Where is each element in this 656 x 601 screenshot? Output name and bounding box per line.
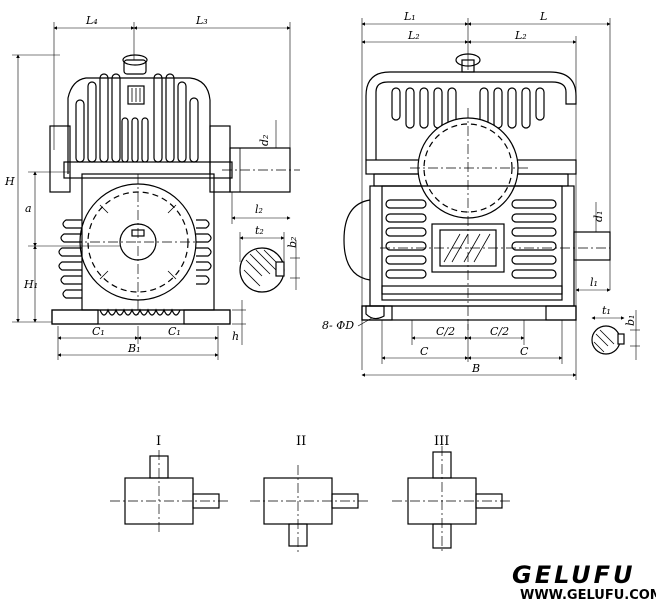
dim-H: H: [4, 175, 15, 188]
dim-h: h: [232, 330, 239, 343]
configuration-iii: III: [392, 434, 512, 554]
dim-B: B: [471, 362, 480, 375]
dim-d2: d₂: [258, 135, 271, 146]
dim-L2-right: L₂: [514, 29, 527, 42]
brand-url: WWW.GELUFU.COM: [520, 588, 656, 601]
dim-C-right: C: [520, 345, 529, 358]
config-label-iii: III: [434, 434, 449, 449]
configuration-ii: II: [250, 434, 370, 552]
dim-l1: l₁: [590, 276, 598, 289]
dim-L2-left: L₂: [407, 29, 420, 42]
side-view: L₁ L L₂ L₂: [322, 10, 640, 380]
config-label-ii: II: [296, 434, 306, 449]
config-label-i: I: [156, 434, 161, 449]
dim-C-left: C: [420, 345, 429, 358]
brand-logo: GELUFU WWW.GELUFU.COM: [512, 561, 656, 601]
configuration-i: I: [110, 434, 230, 535]
dim-bolt: 8- ΦD: [322, 319, 354, 332]
dim-a: a: [25, 202, 32, 215]
dim-C2-right: C/2: [490, 325, 509, 338]
dim-C1-right: C₁: [168, 325, 181, 338]
dim-L3: L₃: [195, 14, 208, 27]
brand-name: GELUFU: [512, 561, 635, 589]
dim-d1: d₁: [592, 211, 605, 222]
front-view: L₄ L₃ H a H₁: [4, 14, 300, 360]
dim-L1: L₁: [403, 10, 416, 23]
dim-b1: b₁: [624, 315, 637, 326]
dim-t2: t₂: [255, 224, 264, 237]
dim-L: L: [539, 10, 547, 23]
dim-C1-left: C₁: [92, 325, 105, 338]
dim-t1: t₁: [602, 304, 611, 317]
dim-H1: H₁: [23, 278, 38, 291]
dim-L4: L₄: [85, 14, 98, 27]
dim-l2: l₂: [255, 203, 263, 216]
dim-B1: B₁: [127, 342, 141, 355]
dim-b2: b₂: [286, 237, 299, 248]
dim-C2-left: C/2: [436, 325, 455, 338]
